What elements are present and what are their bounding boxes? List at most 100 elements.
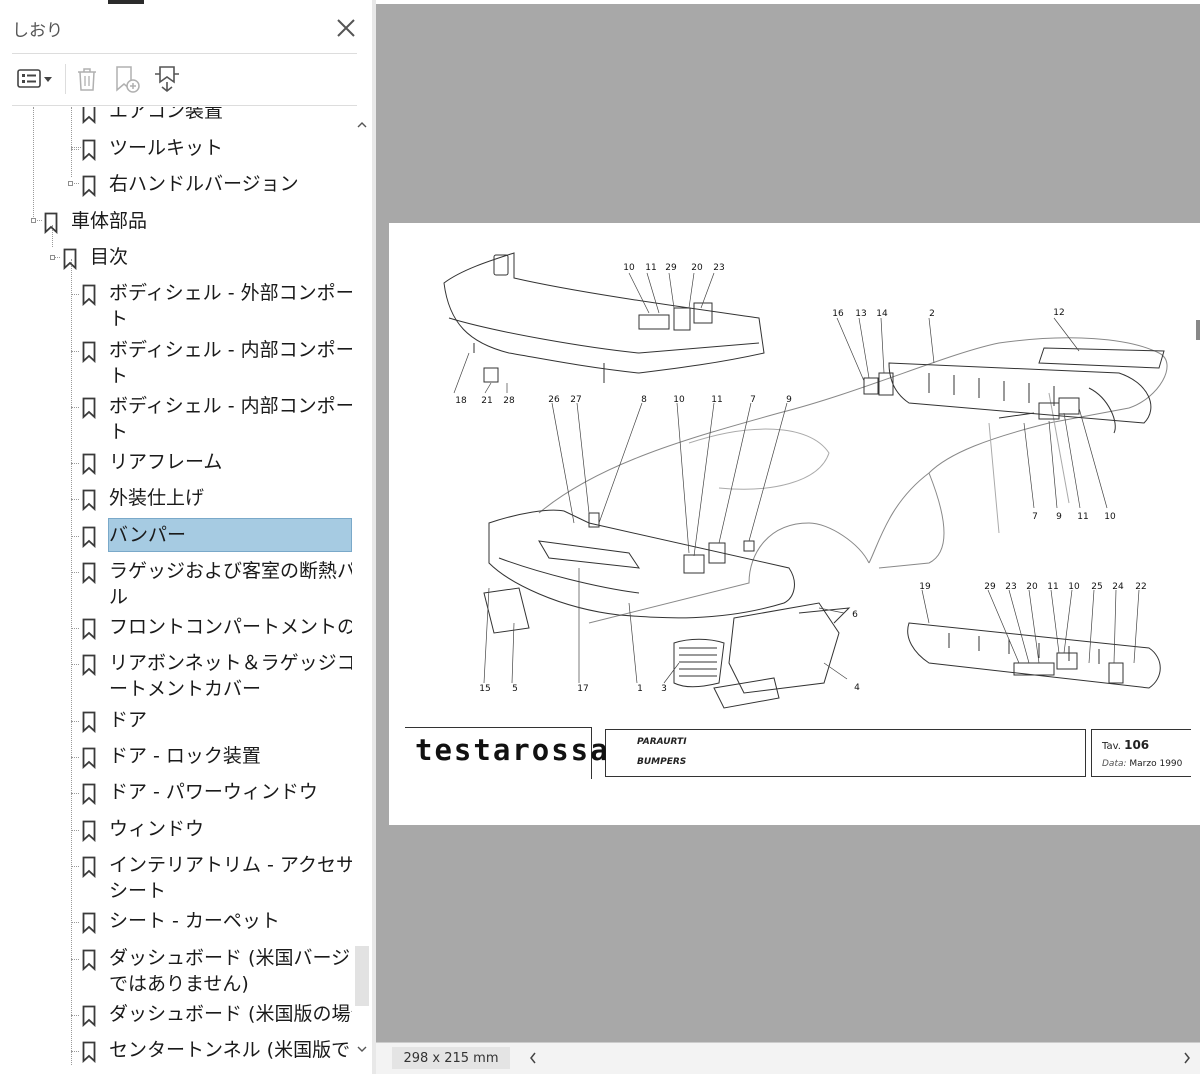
bookmark-icon [82, 711, 96, 733]
bookmark-label: ボディシェル - 内部コンポーネン [109, 395, 352, 417]
bookmark-label: ドア - ロック装置 [109, 745, 261, 767]
find-bookmark-icon[interactable] [150, 62, 184, 96]
vertical-scrollbar[interactable] [352, 110, 372, 1065]
bookmark-item[interactable]: フロントコンパートメントのリッド [12, 613, 352, 645]
callout-25: 25 [1091, 582, 1102, 592]
bookmark-label: センタートンネル (米国版では [109, 1039, 352, 1061]
callout-6: 6 [852, 610, 858, 620]
bookmark-item[interactable]: エアコン装置 [12, 107, 352, 129]
bookmark-label: 外装仕上げ [109, 487, 205, 509]
bookmark-label-continued: ト [109, 421, 129, 443]
bookmark-label: 車体部品 [71, 210, 148, 232]
bookmark-item[interactable]: 目次 [12, 243, 352, 275]
callout-16: 16 [832, 309, 844, 319]
date-value: Marzo 1990 [1129, 759, 1183, 769]
bookmark-item[interactable]: インテリアトリム - アクセサリー - シート [12, 851, 352, 905]
bookmark-icon [82, 526, 96, 548]
bookmark-item[interactable]: ツールキット [12, 134, 352, 166]
horizontal-scrollbar[interactable] [544, 1048, 1162, 1068]
new-bookmark-icon[interactable] [110, 62, 144, 96]
tree-guide-line [71, 1051, 79, 1052]
callout-11: 11 [645, 263, 656, 273]
bookmark-item[interactable]: リアフレーム [12, 448, 352, 480]
bookmark-label: エアコン装置 [109, 107, 224, 122]
tree-guide-line [71, 499, 79, 500]
tree-guide-line [71, 1015, 79, 1016]
bookmark-label: 右ハンドルバージョン [109, 173, 299, 195]
tree-guide-line [71, 793, 79, 794]
table-label: Tav. [1102, 741, 1121, 752]
bookmark-item[interactable]: ラゲッジおよび客室の断熱パネル [12, 557, 352, 611]
bookmark-label-continued: ト [109, 365, 129, 387]
bookmark-label: ラゲッジおよび客室の断熱パネ [109, 560, 352, 582]
bookmark-icon [82, 1041, 96, 1063]
callout-5: 5 [512, 684, 518, 694]
bookmark-item[interactable]: バンパー [12, 518, 352, 553]
callout-18: 18 [455, 396, 467, 406]
bookmark-item[interactable]: 右ハンドルバージョン [12, 170, 352, 202]
bookmark-label: ボディシェル - 内部コンポーネン [109, 339, 352, 361]
bookmark-item[interactable]: 外装仕上げ [12, 484, 352, 516]
expander-icon[interactable] [68, 181, 73, 186]
panel-splitter[interactable] [372, 0, 376, 1074]
close-icon[interactable] [332, 14, 360, 42]
expander-icon[interactable] [50, 255, 55, 260]
callout-17: 17 [577, 684, 588, 694]
bookmark-item[interactable]: ダッシュボード (米国版の場合) [12, 1000, 352, 1032]
bookmark-icon [82, 139, 96, 161]
bookmark-label: リアフレーム [109, 451, 223, 473]
tree-guide-line [71, 351, 79, 352]
bookmark-item[interactable]: ボディシェル - 外部コンポーネント [12, 279, 352, 333]
bookmark-item[interactable]: ドア - ロック装置 [12, 742, 352, 774]
bookmark-item[interactable]: センタートンネル (米国版では [12, 1036, 352, 1065]
bookmark-icon [82, 747, 96, 769]
tree-guide-line [71, 664, 79, 665]
expander-icon[interactable] [31, 218, 36, 223]
bookmark-icon [82, 397, 96, 419]
table-value: 106 [1124, 738, 1150, 752]
bookmark-icon [82, 562, 96, 584]
bookmark-item[interactable]: ボディシェル - 内部コンポーネント [12, 392, 352, 446]
bookmark-item[interactable]: ウィンドウ [12, 815, 352, 847]
bookmark-label: バンパー [108, 518, 352, 552]
callout-11d: 11 [1047, 582, 1058, 592]
toolbar-divider [65, 64, 66, 94]
tree-guide-line [71, 628, 79, 629]
bookmark-icon [82, 453, 96, 475]
bookmark-item[interactable]: リアボンネット＆ラゲッジコンパートメントカバー [12, 649, 352, 703]
callout-23: 23 [713, 263, 724, 273]
bookmark-item[interactable]: シート - カーペット [12, 907, 352, 939]
bookmark-label: ドア [109, 709, 148, 731]
bookmark-item[interactable]: ダッシュボード (米国バージョンではありません) [12, 944, 352, 998]
tree-guide-line [71, 407, 79, 408]
callout-7: 7 [750, 395, 756, 405]
bookmark-label-continued: シート [109, 880, 167, 902]
date-field: Data: Marzo 1990 [1102, 759, 1182, 769]
bookmark-label: ツールキット [109, 137, 224, 159]
tree-guide-line [52, 225, 53, 247]
scrollbar-thumb[interactable] [355, 946, 369, 1006]
bookmark-icon [44, 212, 58, 234]
bookmark-icon [82, 107, 96, 124]
bookmark-icon [82, 856, 96, 878]
divider [12, 105, 357, 106]
scroll-right-icon[interactable] [1178, 1047, 1196, 1069]
bookmark-tree: エアコン装置ツールキット右ハンドルバージョン車体部品目次ボディシェル - 外部コ… [12, 107, 352, 1065]
bookmark-item[interactable]: ドア [12, 706, 352, 738]
bookmark-item[interactable]: 車体部品 [12, 207, 352, 239]
document-viewer[interactable]: 10 11 29 20 23 16 13 14 2 12 18 21 28 26… [376, 4, 1200, 1042]
scroll-left-icon[interactable] [524, 1047, 542, 1069]
callout-24: 24 [1112, 582, 1124, 592]
bookmark-label: インテリアトリム - アクセサリー - [109, 854, 352, 876]
trash-icon[interactable] [70, 62, 104, 96]
bookmark-icon [82, 341, 96, 363]
bookmark-label: リアボンネット＆ラゲッジコンパ [109, 652, 352, 674]
bookmark-item[interactable]: ボディシェル - 内部コンポーネント [12, 336, 352, 390]
bookmark-item[interactable]: ドア - パワーウィンドウ [12, 778, 352, 810]
scroll-down-icon[interactable] [352, 1038, 372, 1060]
brand-logo-text: testarossa [415, 733, 610, 767]
callout-15: 15 [479, 684, 490, 694]
divider [12, 53, 357, 54]
scroll-up-icon[interactable] [352, 114, 372, 136]
options-list-icon[interactable] [14, 62, 56, 96]
